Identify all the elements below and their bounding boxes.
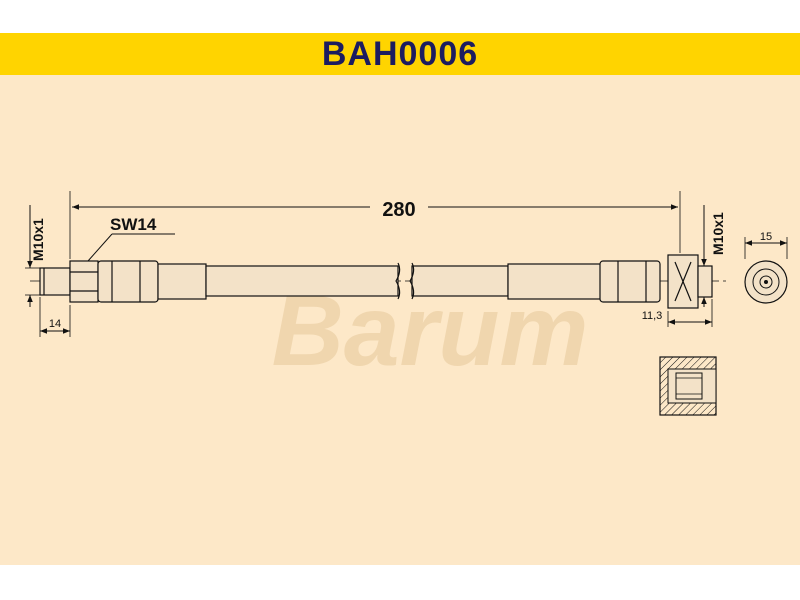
right-crimp-sleeve <box>599 260 661 303</box>
end-view: 15 <box>744 231 788 304</box>
left-thread-label: M10x1 <box>30 218 46 261</box>
title-banner: BAH0006 <box>0 33 800 75</box>
right-sleeve-tail <box>507 263 603 300</box>
technical-drawing-area: Barum <box>0 75 800 565</box>
left-fitting-label: 14 <box>49 318 61 330</box>
left-crimp-sleeve <box>97 260 159 303</box>
right-fitting-dimension: 11,3 <box>642 299 713 327</box>
left-fitting-dimension: 14 <box>39 297 71 337</box>
brake-hose-drawing: Barum <box>25 191 788 416</box>
hose-left-segment <box>205 265 399 297</box>
length-label: 280 <box>382 199 415 221</box>
hose-assembly <box>39 254 713 309</box>
left-thread-dimension: M10x1 <box>25 205 46 307</box>
break-marks <box>395 262 415 300</box>
part-number-title: BAH0006 <box>321 34 479 73</box>
right-fitting-tip <box>697 265 713 298</box>
left-thread-end <box>39 267 71 296</box>
right-fitting <box>667 254 699 309</box>
left-sleeve-tail <box>157 263 207 300</box>
hose-right-segment <box>411 265 509 297</box>
right-thread-label: M10x1 <box>710 212 726 255</box>
wrench-size-callout: SW14 <box>87 215 175 262</box>
left-hex-nut <box>69 260 99 303</box>
length-dimension: 280 <box>69 191 681 259</box>
right-fitting-label: 11,3 <box>642 310 663 322</box>
end-diameter-label: 15 <box>760 231 772 243</box>
right-thread-dimension: M10x1 <box>701 205 726 307</box>
wrench-size-label: SW14 <box>110 215 157 234</box>
seat-section-detail <box>659 356 717 416</box>
